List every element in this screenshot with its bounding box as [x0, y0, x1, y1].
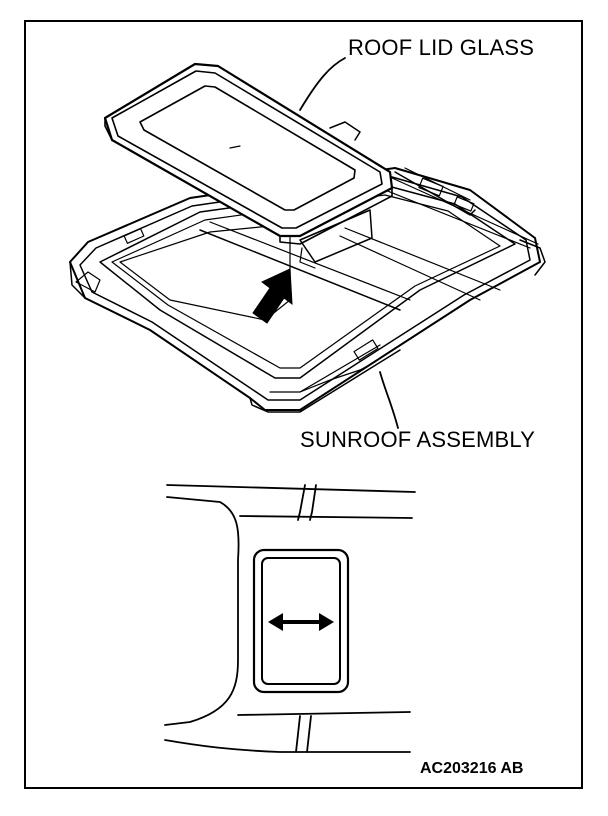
figure-frame	[24, 20, 583, 789]
roof-lid-glass-label: ROOF LID GLASS	[348, 35, 535, 60]
double-headed-arrow-icon	[268, 613, 334, 631]
sunroof-assembly-leader	[379, 371, 399, 429]
switch-panel-drawing	[164, 484, 416, 753]
roof-lid-glass-drawing	[103, 62, 394, 245]
figure-code-label: AC203216 AB	[420, 760, 524, 777]
switch-button	[261, 557, 341, 685]
roof-lid-glass-leader	[299, 57, 346, 111]
sunroof-assembly-label: SUNROOF ASSEMBLY	[300, 427, 536, 452]
arrow-up-right-icon	[252, 268, 293, 324]
switch-bezel	[252, 548, 350, 694]
